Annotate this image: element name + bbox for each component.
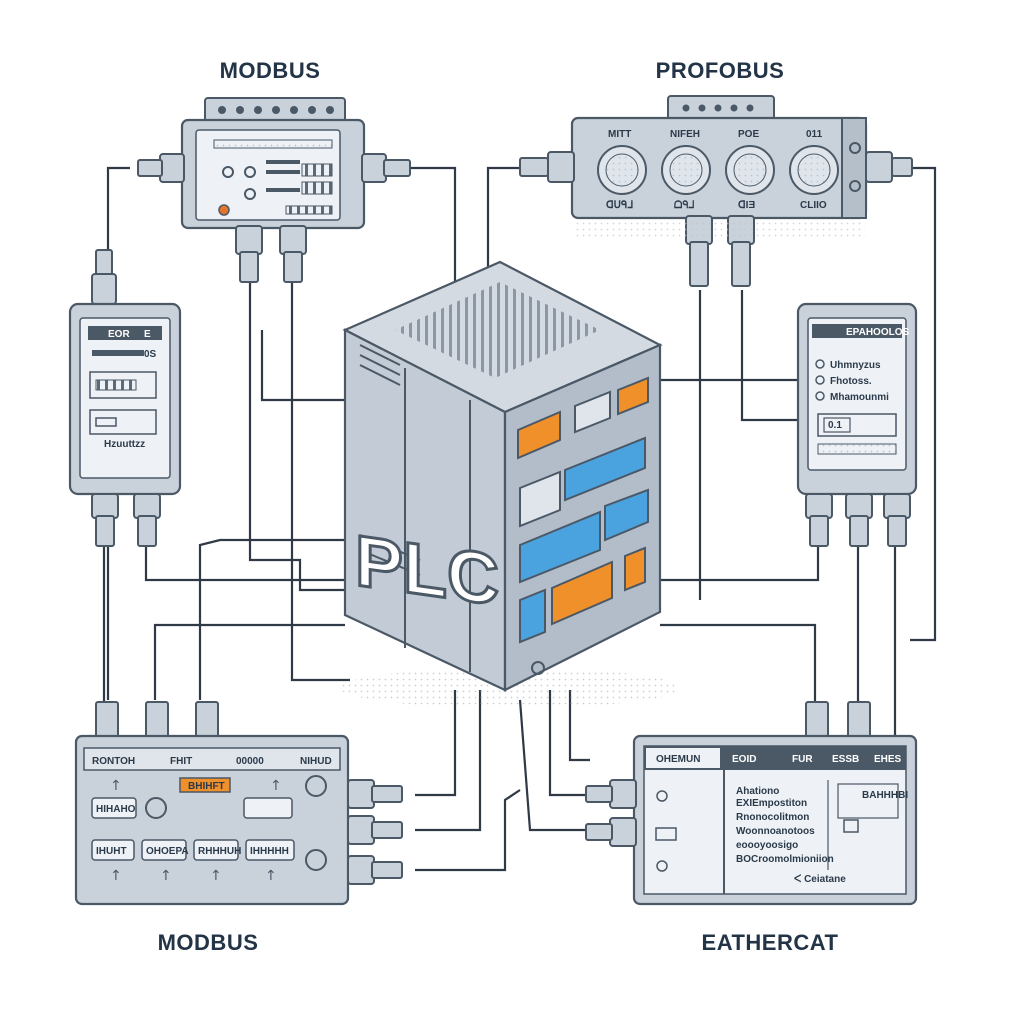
power-icon (531, 661, 545, 675)
bottom-right-hmi-panel (585, 701, 918, 906)
panel-button-label: RHHHUH (198, 846, 241, 857)
cable (660, 545, 820, 582)
handheld-header: EOR (108, 329, 130, 340)
hmi-list-item: Ahationo (736, 786, 779, 797)
handheld-label: Hzuuttzz (104, 439, 145, 450)
cable (144, 545, 345, 582)
cable (660, 623, 817, 705)
arrow-up-icon: ↑ ↑ ↑ ↑ ↑ ↑ (110, 778, 282, 884)
cable (486, 166, 520, 300)
panel-highlight: BHIHFT (188, 781, 225, 792)
cable (415, 789, 521, 872)
label-profibus: PROFOBUS (655, 58, 785, 83)
svg-text:↑: ↑ (210, 868, 222, 884)
panel-header-item: RONTOH (92, 756, 135, 767)
connector-icon (91, 493, 161, 547)
port-label-top: MITT (608, 129, 631, 140)
label-modbus-bottom: MODBUS (157, 930, 259, 955)
cable (198, 538, 345, 700)
label-ethercat: EATHERCAT (701, 930, 839, 955)
hmi-list-item: Rnonocolitmon (736, 812, 809, 823)
panel-button-label: IHUHT (96, 846, 127, 857)
cable (568, 690, 590, 762)
hmi-list-item: Woonnoanotoos (736, 826, 815, 837)
cables (102, 166, 937, 872)
svg-text:↑: ↑ (110, 868, 122, 884)
connector-icon (95, 701, 219, 739)
hmi-tab: EHES (874, 754, 902, 765)
power-icon (305, 849, 327, 871)
handheld-header-right: E (144, 329, 151, 340)
device-texts: MITT NIFEH POE 011 ᗡᑌᑫᒧ ᗝᑫᒧ ᗡIƎ CLIIO EO… (92, 129, 909, 885)
port-label-bottom: CLIIO (800, 200, 827, 211)
panel-button-label: OHOEPA (146, 846, 189, 857)
hmi-side-value: BAHHHBI (862, 790, 908, 801)
profibus-module-device (519, 95, 913, 287)
label-modbus-top: MODBUS (219, 58, 321, 83)
cable (740, 290, 800, 422)
handheld-header: EPAHOOLOS (846, 327, 909, 338)
left-handheld-device (68, 249, 182, 547)
svg-text:↑: ↑ (160, 868, 172, 884)
plc-unit: PLC (340, 260, 680, 708)
hmi-tab: EOID (732, 754, 756, 765)
svg-text:↑: ↑ (270, 778, 282, 794)
port-label-bottom: ᗝᑫᒧ (674, 199, 694, 211)
svg-text:↑: ↑ (265, 868, 277, 884)
hmi-tab: FUR (792, 754, 813, 765)
cable (548, 690, 590, 797)
hmi-tab: OHEMUN (656, 754, 700, 765)
connector-icon (137, 153, 411, 283)
connector-icon (805, 701, 871, 739)
cable (900, 166, 937, 642)
status-led-icon (222, 166, 234, 178)
panel-header-item: NIHUD (300, 756, 332, 767)
hmi-list-item: eoooyoosigo (736, 840, 798, 851)
panel-button-label: HIHAHO (96, 804, 136, 815)
handheld-field-value: 0.1 (828, 420, 842, 431)
handheld-value: 0Ѕ (144, 349, 157, 360)
connector-icon (585, 779, 637, 847)
handheld-item: Uhmnyzus (830, 360, 881, 371)
handheld-item: Fhotoss. (830, 376, 872, 387)
status-led-icon (244, 188, 256, 200)
hmi-footer: ᐸ Ceiatane (794, 874, 846, 885)
connector-icon (347, 779, 403, 885)
hmi-tab: ESSB (832, 754, 859, 765)
cable (260, 330, 345, 402)
panel-header-item: 00000 (236, 756, 264, 767)
cable (415, 690, 457, 797)
modbus-gateway-device (137, 97, 411, 283)
port-label-bottom: ᗡᑌᑫᒧ (606, 200, 633, 211)
bottom-left-control-panel: ↑ ↑ ↑ ↑ ↑ ↑ (74, 701, 403, 906)
right-handheld-device (796, 302, 918, 547)
port-label-bottom: ᗡIƎ (738, 200, 755, 211)
connector-icon (91, 249, 117, 305)
handheld-item: Mhamounmi (830, 392, 889, 403)
hmi-list-item: BOCroomolmioniion (736, 854, 834, 865)
cable (153, 623, 345, 700)
svg-text:↑: ↑ (110, 778, 122, 794)
port-label-top: POE (738, 129, 759, 140)
cable (518, 699, 590, 832)
connector-icon (805, 493, 911, 547)
cable (415, 690, 482, 832)
cable (290, 280, 350, 682)
panel-header-item: FHIT (170, 756, 192, 767)
port-label-top: NIFEH (670, 129, 700, 140)
power-led-icon (218, 204, 230, 216)
port-label-top: 011 (806, 129, 823, 140)
status-led-icon (244, 166, 256, 178)
panel-button-label: IHHHHH (250, 846, 289, 857)
hmi-list-item: EXIEmpostiton (736, 798, 807, 809)
cable (248, 280, 345, 592)
